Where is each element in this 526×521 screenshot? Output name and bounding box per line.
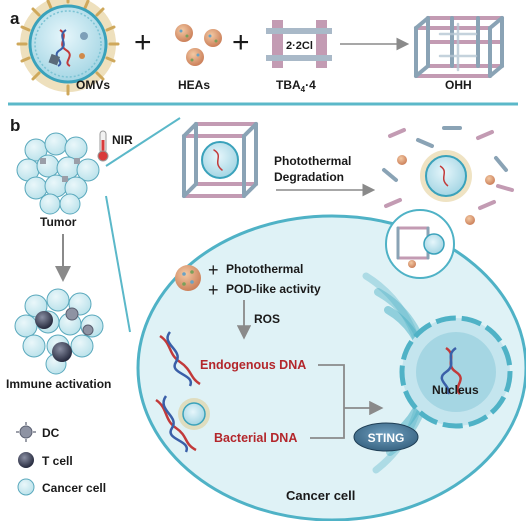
panel-b: b NIR Tumor [6,116,526,521]
omv-illustration [16,0,120,96]
cancer-cell-large [136,214,526,521]
hea-in-cell [175,265,201,291]
panel-a-label: a [10,9,20,28]
zoom-line-bottom [105,195,131,333]
sting-label: STING [368,431,405,445]
immune-t-cell-1 [35,311,53,329]
tba-label: TBA4·4 [276,78,316,94]
omvs-label: OMVs [76,78,110,92]
bacterial-dna-label: Bacterial DNA [214,431,297,445]
nir-label: NIR [112,133,133,147]
hea-particles [175,24,222,66]
legend-t-cell-icon [18,452,34,468]
cancer-cell-label: Cancer cell [286,488,355,503]
pod-label: POD-like activity [226,282,321,296]
plus-sign-2: + [232,26,250,59]
bacterial-dna-icon [155,395,210,453]
panel-a: a + [10,0,504,96]
ohh-cage [414,16,504,78]
legend-dc-label: DC [42,426,60,440]
endogenous-dna-icon [159,331,201,387]
tumor-nanoparticles [40,158,80,182]
nucleus [399,315,513,429]
plus-sign-1: + [134,26,152,59]
linker-molecule [266,20,332,68]
immune-t-cell-2 [52,342,72,362]
photothermal-degradation-line2: Degradation [274,170,344,184]
dna-to-sting-connectors [310,364,384,439]
thermometer-icon [97,130,109,162]
photothermal-label: Photothermal [226,262,303,276]
panel-b-label: b [10,116,20,135]
zoom-line-top [105,117,181,167]
legend-dc-icon [16,422,36,442]
nucleus-label: Nucleus [432,383,479,397]
invading-cage [385,209,455,279]
cage-with-omv [182,122,258,198]
sting-protein [353,422,419,452]
released-omv [420,150,472,202]
immune-activation-label: Immune activation [6,377,111,391]
heas-label: HEAs [178,78,210,92]
tumor-cluster [16,132,100,215]
released-hea-particles [397,155,495,225]
legend-t-cell-label: T cell [42,454,73,468]
photothermal-degradation-line1: Photothermal [274,154,351,168]
legend: DC T cell Cancer cell [16,422,106,496]
legend-cancer-cell-icon [17,478,35,496]
linker-label: 2·2Cl [286,40,313,52]
plus-photothermal: + [208,260,219,280]
ros-label: ROS [254,312,280,326]
ohh-label: OHH [445,78,472,92]
endogenous-dna-label: Endogenous DNA [200,358,306,372]
immune-dc-cells [65,307,94,336]
tumor-label: Tumor [40,215,77,229]
plus-pod: + [208,280,219,300]
legend-cancer-cell-label: Cancer cell [42,481,106,495]
